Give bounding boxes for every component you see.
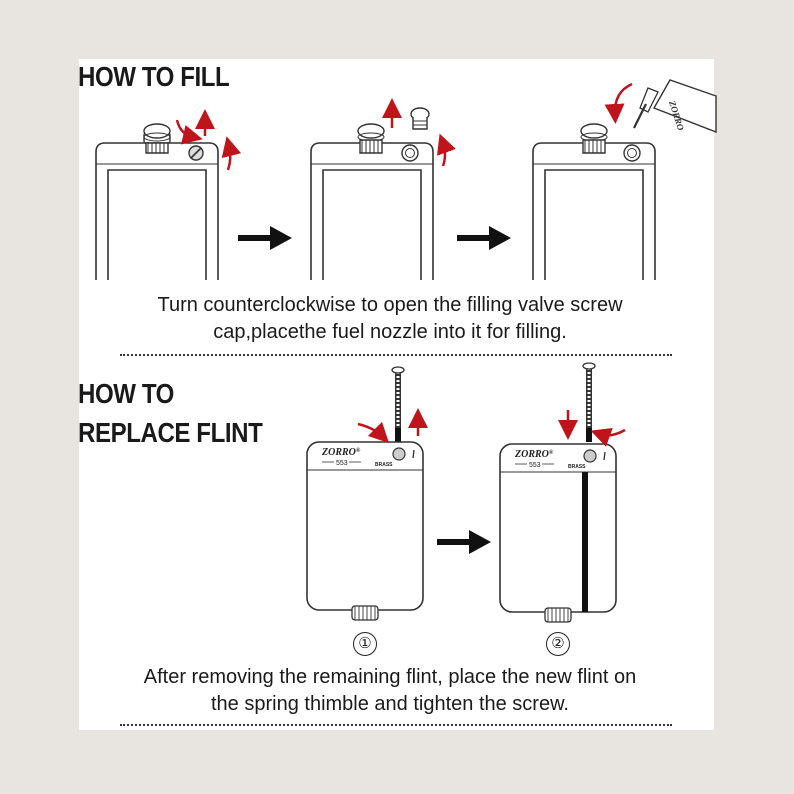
svg-text:ZORRO®: ZORRO® [321, 447, 361, 458]
flint-caption-line-2: the spring thimble and tighten the screw… [211, 693, 569, 715]
material-label-2: BRASS [568, 464, 586, 470]
svg-text:ZORRO®: ZORRO® [514, 449, 554, 460]
fill-next-arrow-2 [457, 226, 511, 250]
fill-lighter-3 [532, 142, 656, 280]
fill-rotate-arrows-2 [382, 98, 456, 167]
fill-thumbwheel-3 [580, 123, 608, 154]
model-label-1: 553 [336, 460, 348, 467]
registered-mark-1: ® [356, 447, 361, 454]
fill-heading: HOW TO FILL [78, 61, 230, 92]
fill-valve-screw-closed [188, 145, 204, 161]
fill-caption-line-2: cap,placethe fuel nozzle into it for fil… [213, 321, 567, 343]
step-number-1: ① [353, 632, 377, 656]
step-number-2: ② [546, 632, 570, 656]
material-label-1: BRASS [375, 462, 393, 468]
fill-valve-open-hole [401, 144, 419, 162]
fill-lighter-1 [95, 142, 219, 280]
fill-thumbwheel-1 [143, 123, 171, 154]
flint-next-arrow [437, 530, 491, 554]
fill-valve-open-hole-3 [623, 144, 641, 162]
flint-caption-line-1: After removing the remaining flint, plac… [143, 666, 637, 688]
registered-mark-2: ® [549, 449, 554, 456]
fill-removed-screw [410, 107, 430, 130]
flint-divider [120, 724, 672, 726]
flint-arrows-1 [357, 408, 428, 444]
fill-rotate-arrows-1 [175, 109, 242, 171]
brand-label-1: ZORRO [321, 447, 356, 458]
flint-rod-2 [582, 362, 596, 442]
flint-heading-line-2: REPLACE FLINT [78, 417, 263, 448]
flint-rod-1 [391, 366, 405, 442]
fill-thumbwheel-2 [357, 123, 385, 154]
flint-arrows-2 [558, 410, 626, 447]
fill-caption-line-1: Turn counterclockwise to open the fillin… [157, 294, 623, 316]
fill-pour-arrow [604, 82, 633, 124]
fill-divider [120, 354, 672, 356]
brand-label-2: ZORRO [514, 449, 549, 460]
flint-lighter-1: ZORRO® 553 BRASS [306, 441, 424, 621]
fuel-can-nozzle: ZORRO [633, 79, 717, 134]
fill-lighter-2 [310, 142, 434, 280]
flint-lighter-2: ZORRO® 553 BRASS [499, 443, 617, 623]
fill-next-arrow-1 [238, 226, 292, 250]
model-label-2: 553 [529, 462, 541, 469]
flint-heading-line-1: HOW TO [78, 378, 174, 409]
